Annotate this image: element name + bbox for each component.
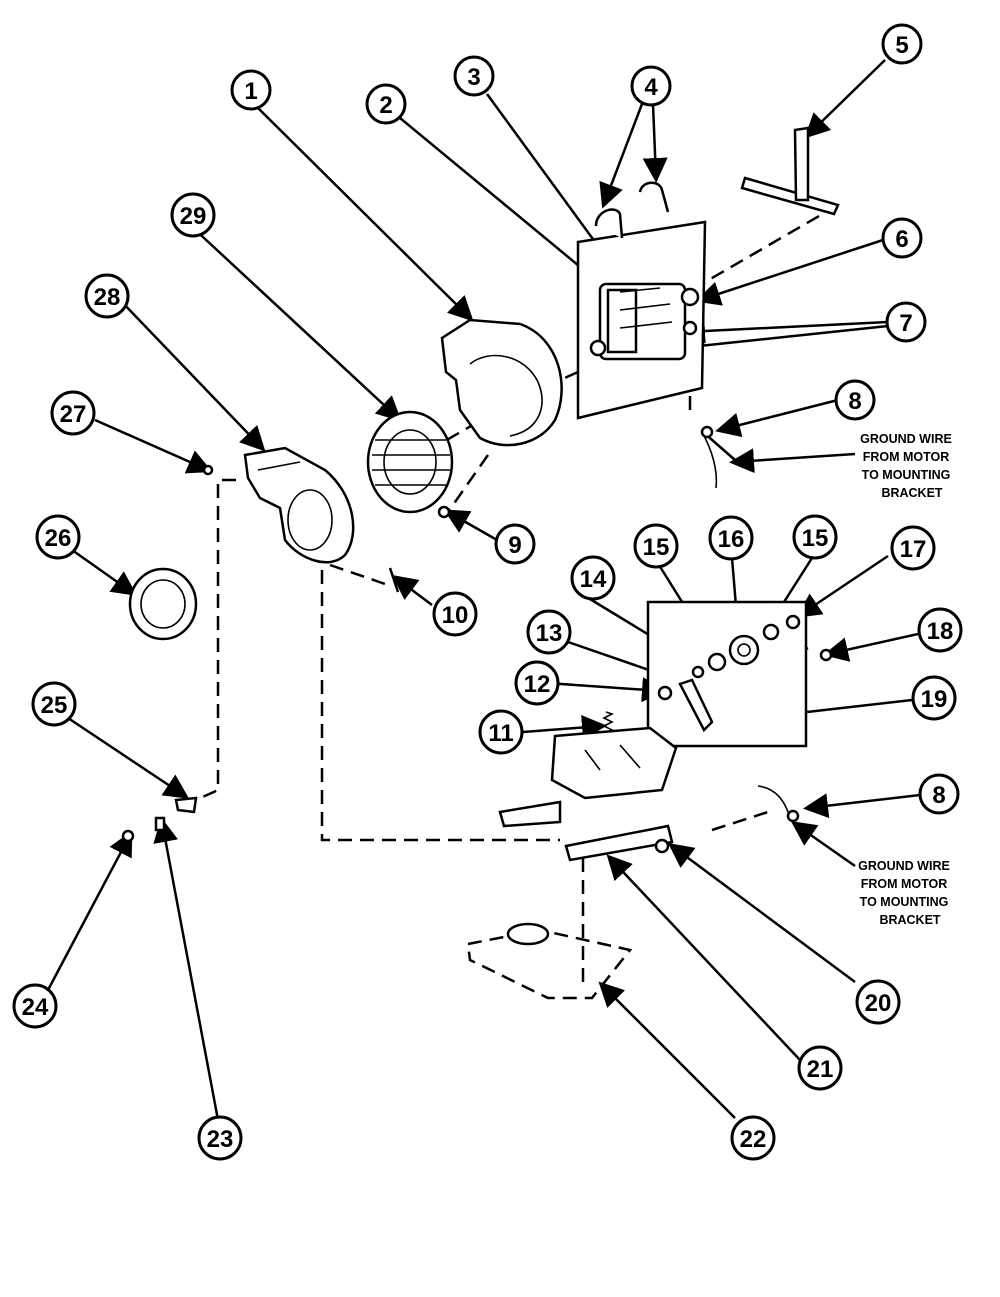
callout-13: 13: [526, 609, 572, 655]
note-line: TO MOUNTING: [860, 895, 949, 909]
small-fasteners: [121, 464, 451, 843]
callout-25: 25: [31, 681, 77, 727]
ground-wires: [700, 425, 800, 823]
bracket-part: [740, 126, 840, 216]
callout-label: 19: [921, 686, 948, 713]
callout-label: 9: [508, 532, 521, 559]
callout-label: 14: [580, 566, 607, 593]
callout-label: 24: [22, 994, 49, 1021]
note-line: FROM MOTOR: [863, 450, 950, 464]
callout-8-bottom: 8: [918, 773, 960, 815]
callout-label: 5: [895, 32, 908, 59]
callout-11: 11: [478, 709, 524, 755]
callout-10: 10: [432, 591, 478, 637]
callout-5: 5: [881, 23, 923, 65]
callout-label: 28: [94, 284, 121, 311]
callout-label: 3: [467, 64, 480, 91]
blower-wheel: [366, 410, 454, 514]
callout-17: 17: [890, 525, 936, 571]
callout-9: 9: [494, 523, 536, 565]
callout-2: 2: [365, 83, 407, 125]
callout-label: 15: [802, 525, 829, 552]
callout-1: 1: [230, 69, 272, 111]
callout-3: 3: [453, 55, 495, 97]
callout-14: 14: [570, 555, 616, 601]
callout-label: 27: [60, 401, 87, 428]
note-line: BRACKET: [881, 486, 942, 500]
callout-label: 8: [932, 782, 945, 809]
note-line: TO MOUNTING: [862, 468, 951, 482]
callout-23: 23: [197, 1115, 243, 1161]
callout-label: 1: [244, 78, 257, 105]
callout-label: 4: [644, 74, 658, 101]
callout-18: 18: [917, 607, 963, 653]
callout-8-top: 8: [834, 379, 876, 421]
callout-label: 26: [45, 525, 72, 552]
housing-cover: [243, 446, 355, 564]
callout-26: 26: [35, 514, 81, 560]
callout-label: 12: [524, 671, 551, 698]
base-pan: [466, 922, 633, 1000]
note-line: BRACKET: [879, 913, 940, 927]
motor-assembly: [576, 220, 707, 420]
callout-label: 15: [643, 534, 670, 561]
clip-parts: [594, 181, 670, 239]
callout-22: 22: [730, 1115, 776, 1161]
callout-label: 17: [900, 536, 927, 563]
callout-label: 23: [207, 1126, 234, 1153]
callout-label: 13: [536, 620, 563, 647]
callout-7: 7: [885, 301, 927, 343]
callout-20: 20: [855, 979, 901, 1025]
callout-4: 4: [630, 65, 672, 107]
callout-label: 20: [865, 990, 892, 1017]
blower-housing: [440, 318, 563, 447]
callout-28: 28: [84, 273, 130, 319]
callout-27: 27: [50, 390, 96, 436]
ring-part: [128, 567, 198, 641]
callout-6: 6: [881, 217, 923, 259]
callout-16: 16: [708, 515, 754, 561]
callout-label: 21: [807, 1056, 834, 1083]
callout-label: 2: [379, 92, 392, 119]
callout-label: 16: [718, 526, 745, 553]
motor-mount-base: [498, 726, 678, 862]
callout-label: 25: [41, 692, 68, 719]
dashed-assembly-lines: [195, 203, 839, 985]
note-line: FROM MOTOR: [861, 877, 948, 891]
callout-label: 10: [442, 602, 469, 629]
callout-label: 29: [180, 203, 207, 230]
callout-19: 19: [911, 675, 957, 721]
callout-29: 29: [170, 192, 216, 238]
callout-label: 11: [488, 720, 513, 747]
callout-label: 22: [740, 1126, 767, 1153]
callout-21: 21: [797, 1045, 843, 1091]
idler-assembly-box: [646, 600, 833, 748]
note-ground-wire-bottom: GROUND WIRE FROM MOTOR TO MOUNTING BRACK…: [858, 859, 950, 927]
callout-12: 12: [514, 660, 560, 706]
callout-24: 24: [12, 983, 58, 1029]
callout-label: 8: [848, 388, 861, 415]
callout-15-left: 15: [633, 523, 679, 569]
callout-label: 6: [895, 226, 908, 253]
note-line: GROUND WIRE: [858, 859, 950, 873]
callout-label: 18: [927, 618, 954, 645]
callouts: 1 2 3 4 5 6 7 8 8 9 10 11 12 13 14 15 15…: [12, 23, 963, 1161]
callout-15-right: 15: [792, 514, 838, 560]
note-ground-wire-top: GROUND WIRE FROM MOTOR TO MOUNTING BRACK…: [860, 432, 952, 500]
callout-label: 7: [899, 310, 912, 337]
note-line: GROUND WIRE: [860, 432, 952, 446]
